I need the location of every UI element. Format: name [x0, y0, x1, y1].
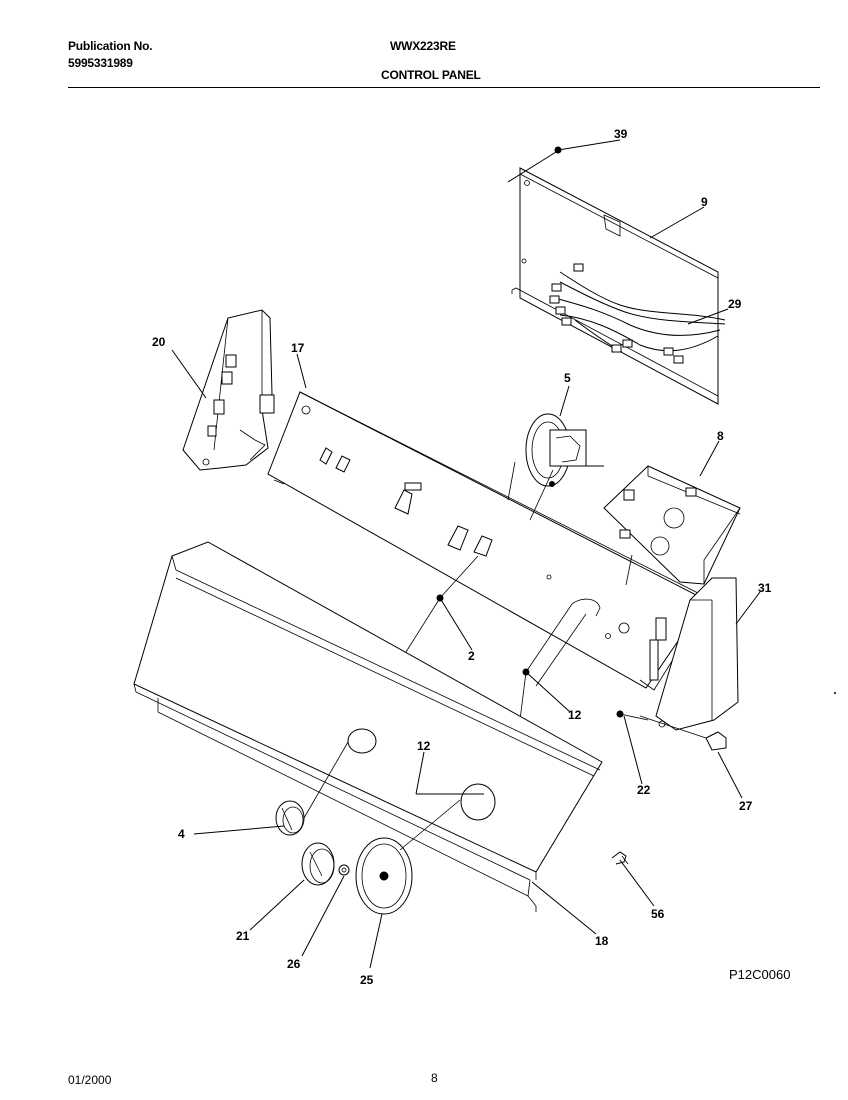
- part-31-side-bracket: [655, 577, 739, 731]
- part-26-washer: [338, 864, 350, 876]
- part-20-bracket: [182, 309, 275, 471]
- callout-9: 9: [701, 195, 708, 209]
- callout-31: 31: [758, 581, 772, 595]
- callout-12-lower: 12: [417, 739, 431, 753]
- callout-labels: 39 9 29 20 17 5 8 31 2 12 12 22 27 4 21 …: [152, 127, 772, 987]
- callout-12-upper: 12: [568, 708, 582, 722]
- publication-label: Publication No.: [68, 39, 153, 53]
- callout-22: 22: [637, 783, 651, 797]
- page-number: 8: [431, 1071, 438, 1085]
- callout-17: 17: [291, 341, 305, 355]
- part-27-clip: [639, 715, 727, 751]
- callout-29: 29: [728, 297, 742, 311]
- part-17-console-back: [267, 391, 707, 691]
- part-25-dial-skirt: [355, 799, 461, 915]
- part-18-control-panel: [133, 541, 603, 912]
- model-number: WWX223RE: [390, 39, 456, 53]
- header-divider: [68, 87, 820, 88]
- callout-18: 18: [595, 934, 609, 948]
- callout-26: 26: [287, 957, 301, 971]
- part-22-screw: [616, 710, 649, 721]
- footer-date: 01/2000: [68, 1073, 112, 1087]
- callout-25: 25: [360, 973, 374, 987]
- callout-56: 56: [651, 907, 665, 921]
- callout-4: 4: [178, 827, 185, 841]
- callout-2: 2: [468, 649, 475, 663]
- stray-dot: [834, 692, 836, 694]
- publication-number: 5995331989: [68, 56, 133, 70]
- part-9-rear-panel: [511, 167, 719, 405]
- diagram-reference-code: P12C0060: [729, 967, 790, 982]
- callout-27: 27: [739, 799, 753, 813]
- callout-20: 20: [152, 335, 166, 349]
- part-29-wire-harness: [549, 263, 726, 364]
- leader-lines: [171, 139, 761, 969]
- callout-5: 5: [564, 371, 571, 385]
- part-56-screw: [611, 851, 629, 865]
- section-title: CONTROL PANEL: [381, 68, 481, 82]
- part-8-selector-switch: [603, 465, 741, 586]
- callout-21: 21: [236, 929, 250, 943]
- part-5-timer: [507, 413, 604, 521]
- part-12-screw-upper: [519, 598, 601, 721]
- part-21-knob: [301, 842, 335, 886]
- callout-39: 39: [614, 127, 628, 141]
- callout-8: 8: [717, 429, 724, 443]
